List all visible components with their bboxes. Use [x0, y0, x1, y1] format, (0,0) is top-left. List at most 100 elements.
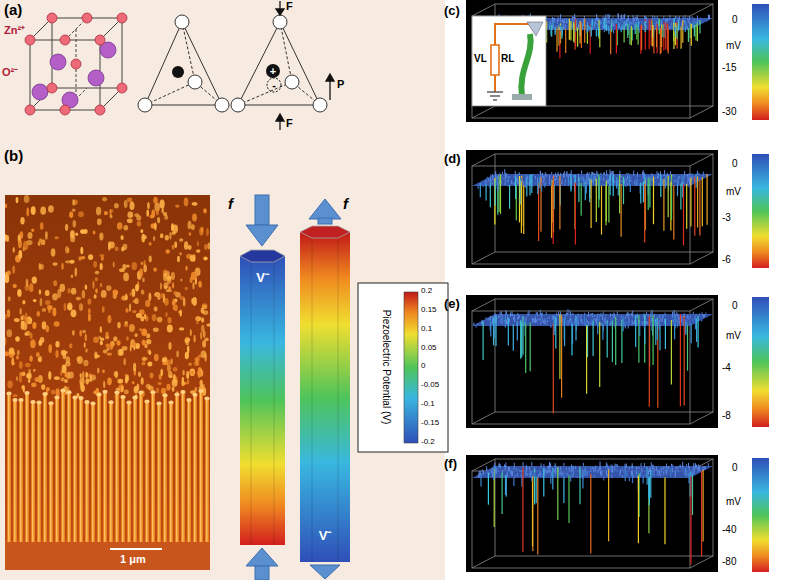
ellipse-shape — [168, 342, 171, 350]
line-shape — [534, 319, 535, 323]
line-shape — [688, 28, 689, 42]
line-shape — [646, 18, 647, 23]
ellipse-shape — [165, 235, 169, 240]
line-shape — [676, 312, 677, 317]
circle-shape — [285, 75, 299, 89]
line-shape — [679, 16, 680, 20]
line-shape — [586, 176, 587, 178]
line-shape — [564, 21, 565, 22]
line-shape — [566, 19, 567, 22]
line-shape — [559, 30, 560, 58]
line-shape — [472, 4, 495, 16]
line-shape — [610, 30, 611, 55]
rect-shape — [43, 394, 47, 542]
ellipse-shape — [80, 229, 86, 234]
line-shape — [499, 173, 500, 174]
ellipse-shape — [141, 290, 145, 295]
line-shape — [690, 299, 713, 311]
circle-shape — [47, 83, 57, 93]
line-shape — [612, 21, 613, 26]
ellipse-shape — [203, 208, 207, 213]
line-shape — [692, 22, 693, 27]
line-shape — [562, 25, 563, 27]
ellipse-shape — [174, 305, 178, 312]
line-shape — [564, 182, 565, 184]
line-shape — [472, 106, 495, 118]
ellipse-shape — [147, 202, 150, 209]
line-shape — [492, 175, 493, 180]
line-shape — [641, 21, 642, 23]
circle-shape — [188, 75, 202, 89]
line-shape — [558, 179, 559, 181]
line-shape — [483, 184, 484, 187]
line-shape — [648, 178, 649, 210]
line-shape — [665, 18, 666, 21]
line-shape — [607, 174, 608, 177]
ellipse-shape — [127, 375, 129, 382]
line-shape — [584, 313, 585, 316]
ellipse-shape — [154, 306, 158, 311]
line-shape — [607, 178, 608, 181]
polygon-shape — [276, 114, 284, 121]
circle-shape — [25, 105, 35, 115]
line-shape — [558, 311, 559, 316]
ellipse-shape — [145, 300, 150, 307]
ellipse-shape — [114, 391, 119, 395]
line-shape — [614, 315, 615, 319]
line-shape — [573, 20, 574, 23]
line-shape — [502, 319, 503, 321]
ellipse-shape — [165, 312, 167, 317]
ellipse-shape — [16, 197, 19, 203]
line-shape — [529, 175, 530, 196]
line-shape — [582, 322, 583, 324]
line-shape — [472, 154, 495, 166]
ellipse-shape — [14, 318, 20, 322]
ellipse-shape — [93, 231, 96, 235]
g-shape — [5, 195, 210, 400]
ellipse-shape — [121, 235, 124, 240]
ellipse-shape — [31, 206, 36, 215]
ellipse-shape — [140, 229, 143, 233]
ellipse-shape — [102, 306, 105, 312]
line-shape — [691, 24, 692, 46]
line-shape — [592, 27, 593, 30]
line-shape — [690, 4, 713, 16]
ellipse-shape — [153, 267, 157, 271]
line-shape — [625, 316, 626, 319]
ellipse-shape — [40, 207, 46, 215]
line-shape — [556, 26, 557, 29]
line-shape — [652, 25, 653, 47]
line-shape — [692, 178, 693, 180]
line-shape — [515, 171, 516, 176]
line-shape — [638, 20, 639, 29]
ellipse-shape — [39, 289, 41, 294]
ellipse-shape — [72, 209, 76, 212]
line-shape — [699, 313, 700, 315]
line-shape — [589, 172, 590, 175]
line-shape — [512, 183, 513, 184]
rect-shape — [92, 404, 94, 542]
ellipse-shape — [40, 298, 43, 306]
ellipse-shape — [174, 392, 179, 396]
force-arrows — [246, 195, 341, 580]
line-shape — [535, 182, 536, 185]
ellipse-shape — [206, 323, 210, 326]
line-shape — [632, 315, 633, 318]
line-shape — [560, 173, 561, 176]
ellipse-shape — [72, 396, 77, 400]
line-shape — [613, 175, 614, 196]
ellipse-shape — [71, 310, 77, 318]
ellipse-shape — [196, 316, 199, 325]
line-shape — [624, 180, 625, 185]
rect-shape — [240, 256, 285, 545]
line-shape — [608, 180, 609, 184]
line-shape — [677, 184, 678, 196]
ellipse-shape — [12, 358, 14, 366]
line-shape — [651, 19, 652, 46]
line-shape — [667, 18, 668, 23]
line-shape — [562, 29, 563, 36]
line-shape — [527, 176, 528, 179]
ellipse-shape — [80, 373, 82, 378]
line-shape — [637, 28, 638, 45]
ellipse-shape — [6, 392, 11, 396]
